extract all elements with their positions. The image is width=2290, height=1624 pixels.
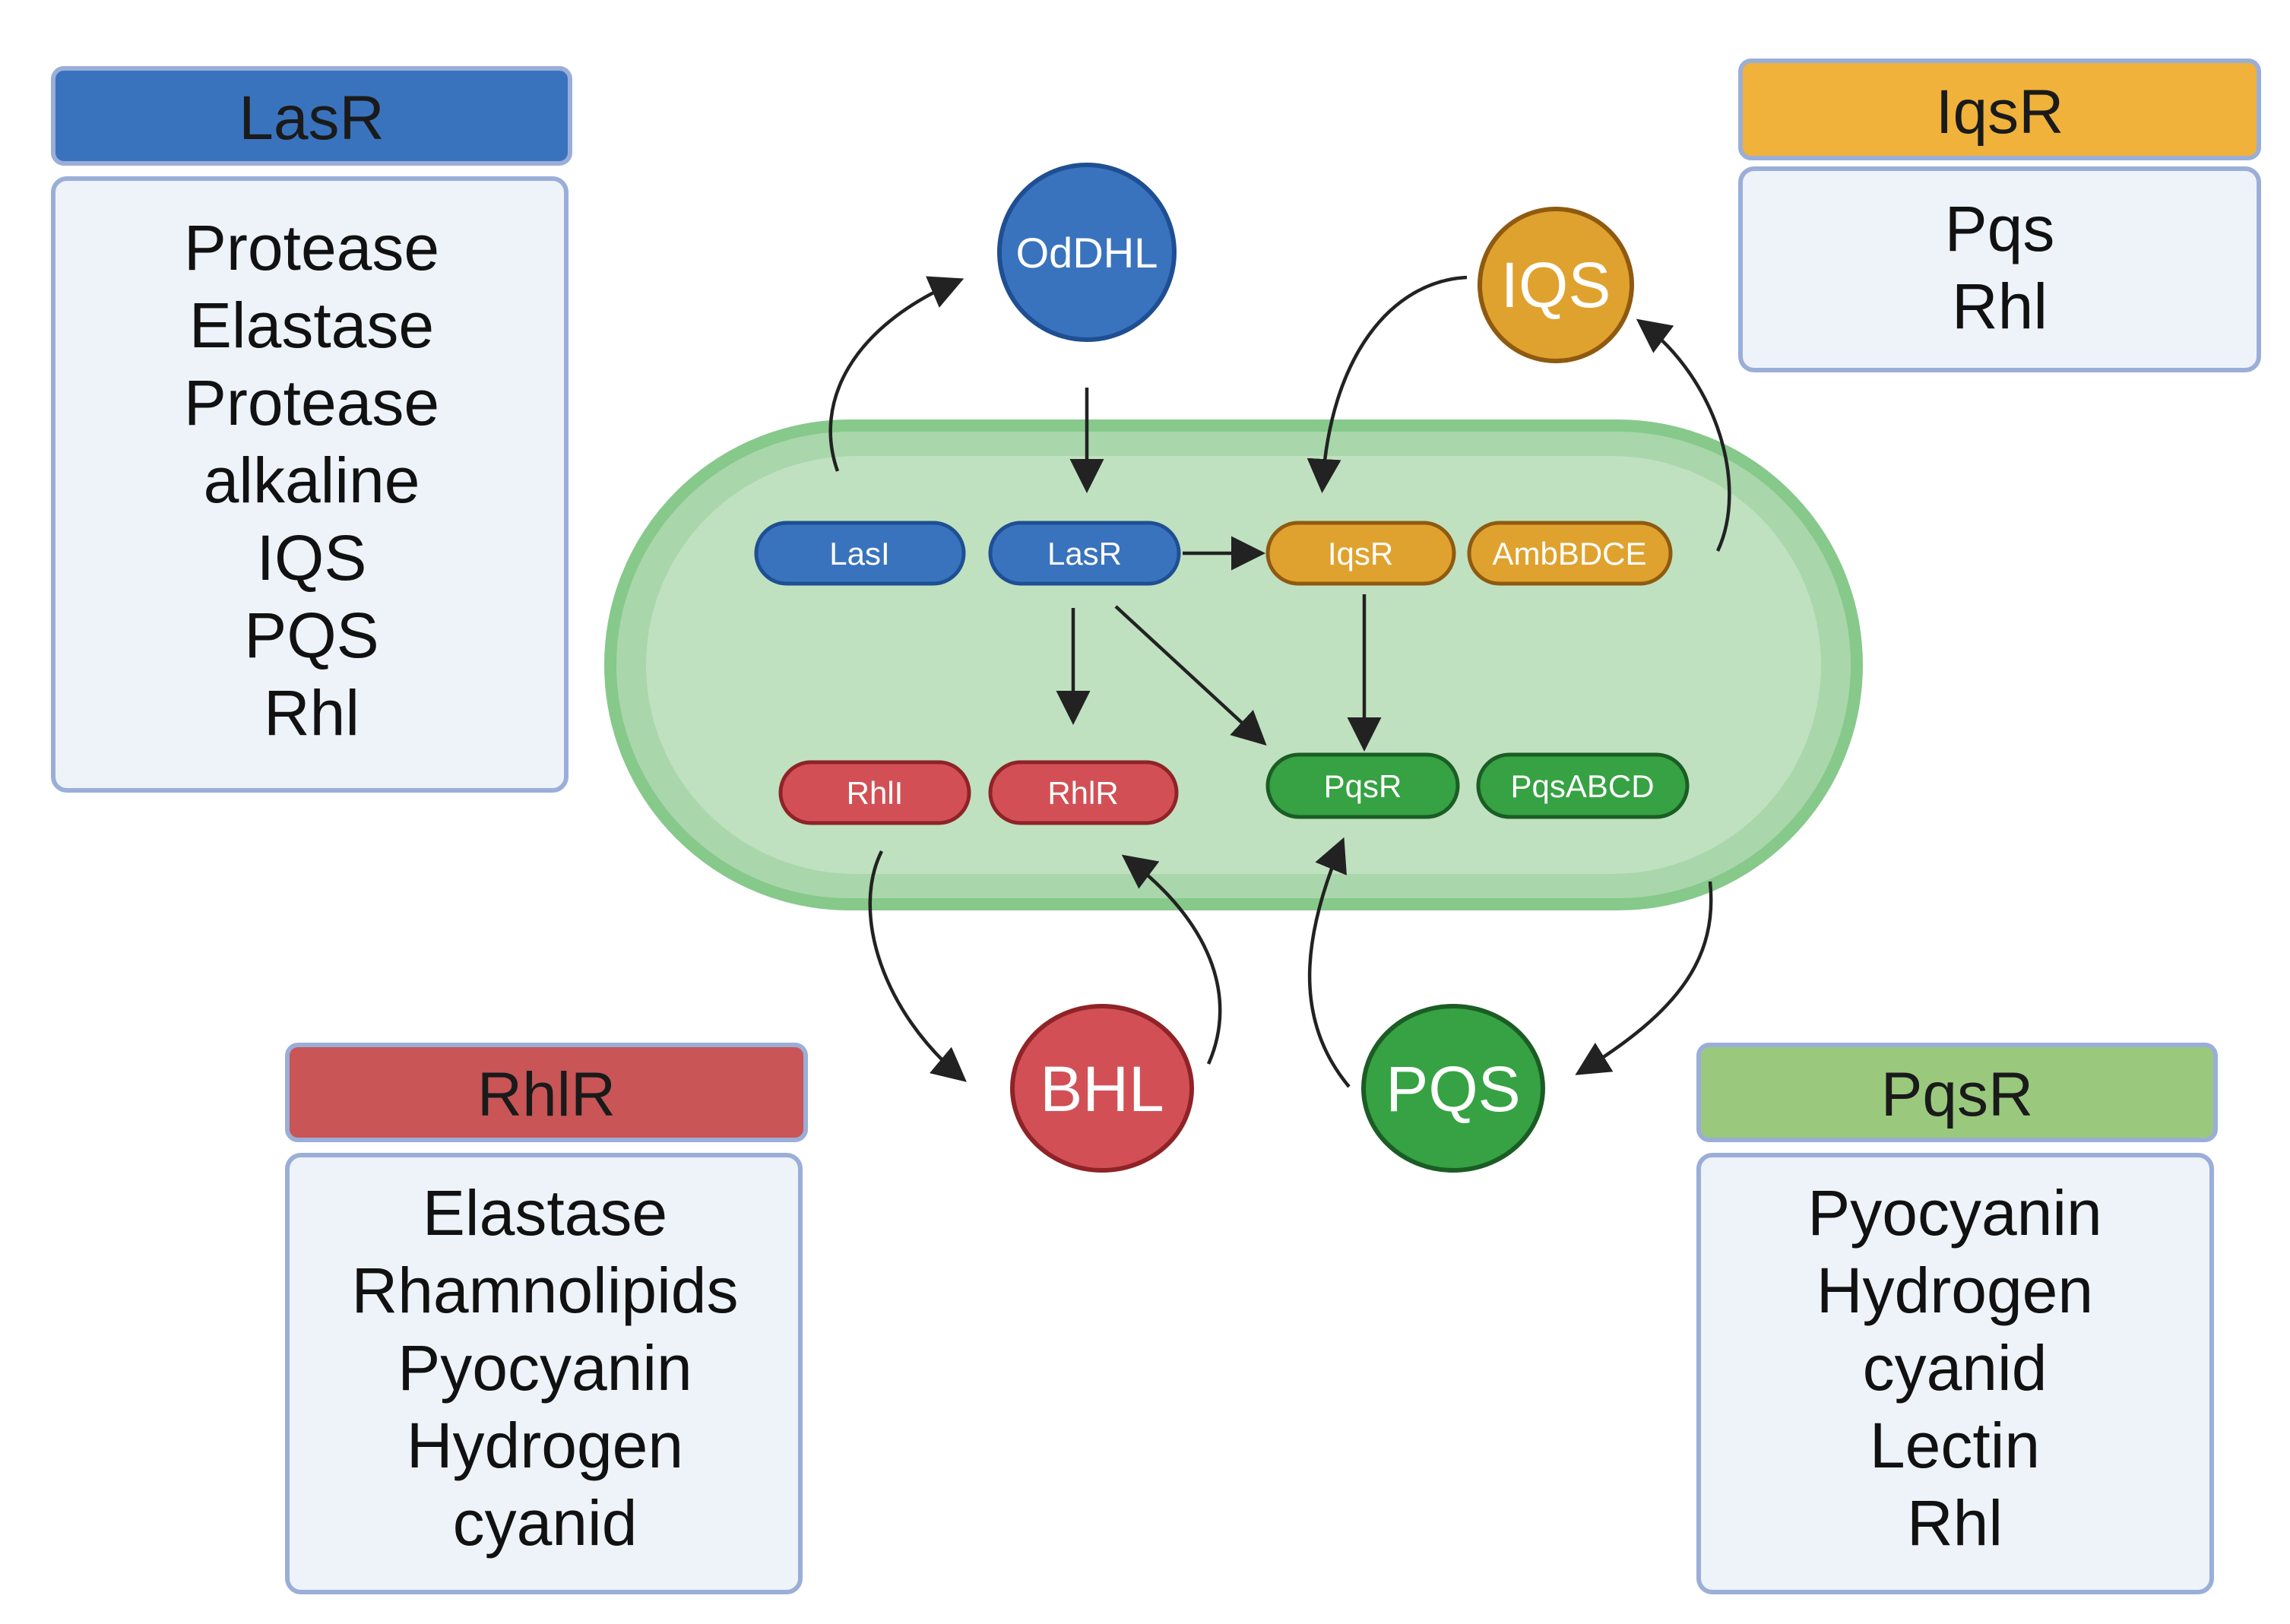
box-iqsr: IqsR Pqs Rhl [1738, 59, 2261, 372]
signal-bhl: BHL [1010, 1004, 1194, 1173]
box-lasr-body [51, 176, 569, 793]
box-pqsr-body [1696, 1153, 2214, 1594]
box-iqsr-header [1738, 59, 2261, 160]
box-pqsr-item: cyanid [1863, 1332, 2048, 1404]
signal-iqs: IQS [1478, 207, 1634, 363]
gene-lasr: LasR [988, 521, 1181, 586]
gene-ambbdce-label: AmbBDCE [1492, 536, 1646, 571]
box-lasr-item: Protease [184, 212, 439, 283]
box-rhlr-body [285, 1153, 803, 1594]
box-lasr-item: Elastase [189, 290, 434, 361]
box-lasr-item: Rhl [264, 677, 359, 749]
gene-ambbdce: AmbBDCE [1467, 521, 1673, 586]
gene-rhlr: RhlR [988, 760, 1179, 825]
box-rhlr-item: Elastase [423, 1177, 667, 1249]
bacterial-cell [604, 419, 1863, 910]
signal-pqs-label: PQS [1386, 1053, 1520, 1125]
gene-lasi-label: LasI [829, 536, 889, 571]
box-lasr-title: LasR [239, 84, 384, 153]
gene-lasi: LasI [754, 521, 966, 586]
gene-iqsr-label: IqsR [1328, 536, 1393, 571]
gene-pqsabcd-label: PqsABCD [1510, 768, 1654, 804]
box-lasr-header [51, 66, 572, 166]
arrow-pqs-to-pqsr [1307, 837, 1351, 1088]
arrow-ambbdce-to-iqs [1636, 318, 1731, 552]
box-pqsr-item: Lectin [1870, 1410, 2040, 1481]
box-iqsr-title: IqsR [1936, 78, 2064, 147]
signal-pqs: PQS [1361, 1004, 1545, 1173]
box-rhlr-item: Pyocyanin [398, 1332, 692, 1404]
gene-lasr-label: LasR [1047, 536, 1122, 571]
box-lasr-item: IQS [257, 522, 367, 594]
box-iqsr-item: Rhl [1952, 271, 2048, 342]
box-rhlr-item: Rhamnolipids [352, 1255, 739, 1326]
signal-oddhl: OdDHL [997, 163, 1177, 342]
box-pqsr-items: Pyocyanin Hydrogen cyanid Lectin Rhl [1807, 1177, 2102, 1559]
box-pqsr-item: Hydrogen [1816, 1255, 2093, 1326]
box-lasr-item: alkaline [204, 445, 420, 516]
signal-bhl-label: BHL [1040, 1053, 1164, 1125]
gene-iqsr: IqsR [1265, 521, 1456, 586]
signal-oddhl-label: OdDHL [1016, 229, 1158, 277]
gene-rhli: RhlI [778, 760, 971, 825]
gene-pqsr: PqsR [1265, 752, 1460, 819]
box-lasr-item: PQS [244, 600, 378, 671]
box-rhlr-item: cyanid [453, 1487, 638, 1559]
box-pqsr-item: Pyocyanin [1807, 1177, 2102, 1249]
box-iqsr-items: Pqs Rhl [1945, 193, 2055, 342]
box-rhlr-title: RhlR [477, 1060, 616, 1129]
box-pqsr: PqsR Pyocyanin Hydrogen cyanid Lectin Rh… [1696, 1043, 2218, 1594]
box-pqsr-item: Rhl [1907, 1487, 2003, 1559]
gene-pqsr-label: PqsR [1324, 768, 1402, 804]
arrow-rhli-to-bhl [868, 850, 967, 1082]
signal-iqs-label: IQS [1501, 249, 1611, 321]
box-lasr-item: Protease [184, 367, 439, 438]
arrow-lasr-to-pqsr [1114, 605, 1267, 746]
box-pqsr-title: PqsR [1881, 1060, 2034, 1129]
gene-rhlr-label: RhlR [1047, 775, 1118, 811]
arrow-iqs-to-iqsr [1307, 275, 1468, 493]
box-iqsr-body [1738, 166, 2261, 372]
gene-rhli-label: RhlI [847, 775, 904, 811]
box-pqsr-header [1696, 1043, 2218, 1142]
box-lasr: LasR Protease Elastase Protease alkaline… [51, 66, 572, 793]
arrow-lasi-to-oddhl [828, 276, 964, 472]
arrow-bhl-to-rhlr [1121, 854, 1222, 1065]
box-rhlr-header [285, 1043, 808, 1142]
gene-pqsabcd: PqsABCD [1476, 752, 1690, 819]
box-rhlr-item: Hydrogen [407, 1410, 683, 1481]
arrows [828, 275, 1731, 1088]
box-rhlr: RhlR Elastase Rhamnolipids Pyocyanin Hyd… [285, 1043, 808, 1594]
arrow-pqsabcd-to-pqs [1575, 881, 1713, 1075]
box-iqsr-item: Pqs [1945, 193, 2055, 264]
box-lasr-items: Protease Elastase Protease alkaline IQS … [184, 212, 439, 749]
box-rhlr-items: Elastase Rhamnolipids Pyocyanin Hydrogen… [352, 1177, 739, 1559]
